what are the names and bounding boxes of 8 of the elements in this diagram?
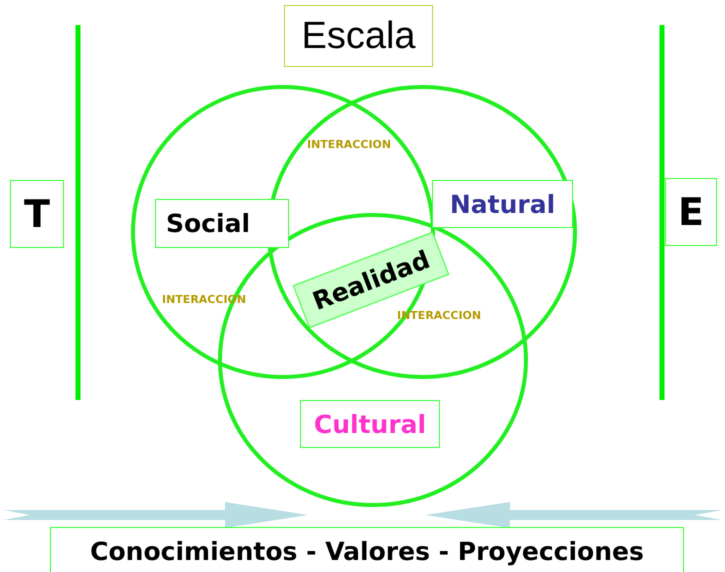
label-box: Conocimientos - Valores - Proyecciones	[50, 527, 684, 572]
label-box: T	[10, 180, 64, 248]
label-box: Social	[155, 199, 289, 248]
interaction-label: INTERACCION	[307, 138, 392, 151]
title: Escala	[284, 5, 433, 67]
label-box: E	[665, 178, 717, 246]
label-box: Cultural	[300, 400, 440, 448]
label-box: Natural	[432, 180, 573, 228]
